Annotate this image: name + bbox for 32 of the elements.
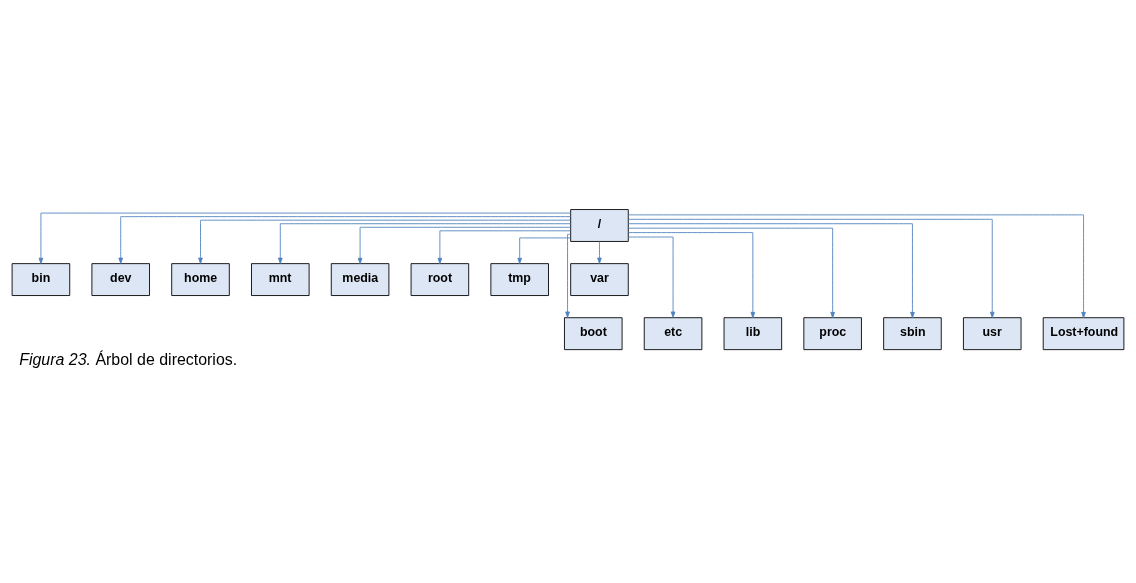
node-box: bin — [11, 262, 71, 296]
node-box: home — [171, 262, 230, 296]
node-box: mnt — [251, 262, 310, 296]
node-box: etc — [643, 316, 703, 350]
arrow — [38, 212, 572, 264]
node-box: tmp — [490, 262, 549, 296]
node-box: media — [330, 262, 390, 296]
arrow — [278, 222, 572, 264]
node-box: var — [570, 262, 629, 296]
arrow — [198, 219, 571, 264]
arrow — [437, 229, 571, 264]
arrow — [118, 215, 572, 264]
arrow — [627, 227, 835, 318]
arrow — [627, 231, 756, 318]
node-box: proc — [803, 316, 862, 350]
arrow — [597, 240, 602, 264]
arrow — [565, 233, 571, 318]
node-box: dev — [91, 262, 150, 296]
node-box: usr — [962, 316, 1022, 350]
node-box: Lost+found — [1042, 316, 1125, 350]
arrow — [628, 236, 676, 318]
node-box: root — [410, 262, 470, 296]
node-box: boot — [564, 316, 623, 350]
arrow — [627, 222, 915, 318]
arrow — [357, 226, 572, 264]
arrow — [627, 218, 995, 318]
node-box: lib — [723, 316, 783, 350]
node-box: / — [570, 208, 629, 242]
node-box: sbin — [883, 316, 942, 350]
caption: Figura 23. Árbol de directorios. — [19, 350, 238, 368]
arrow — [517, 236, 571, 264]
arrow — [627, 213, 1086, 318]
